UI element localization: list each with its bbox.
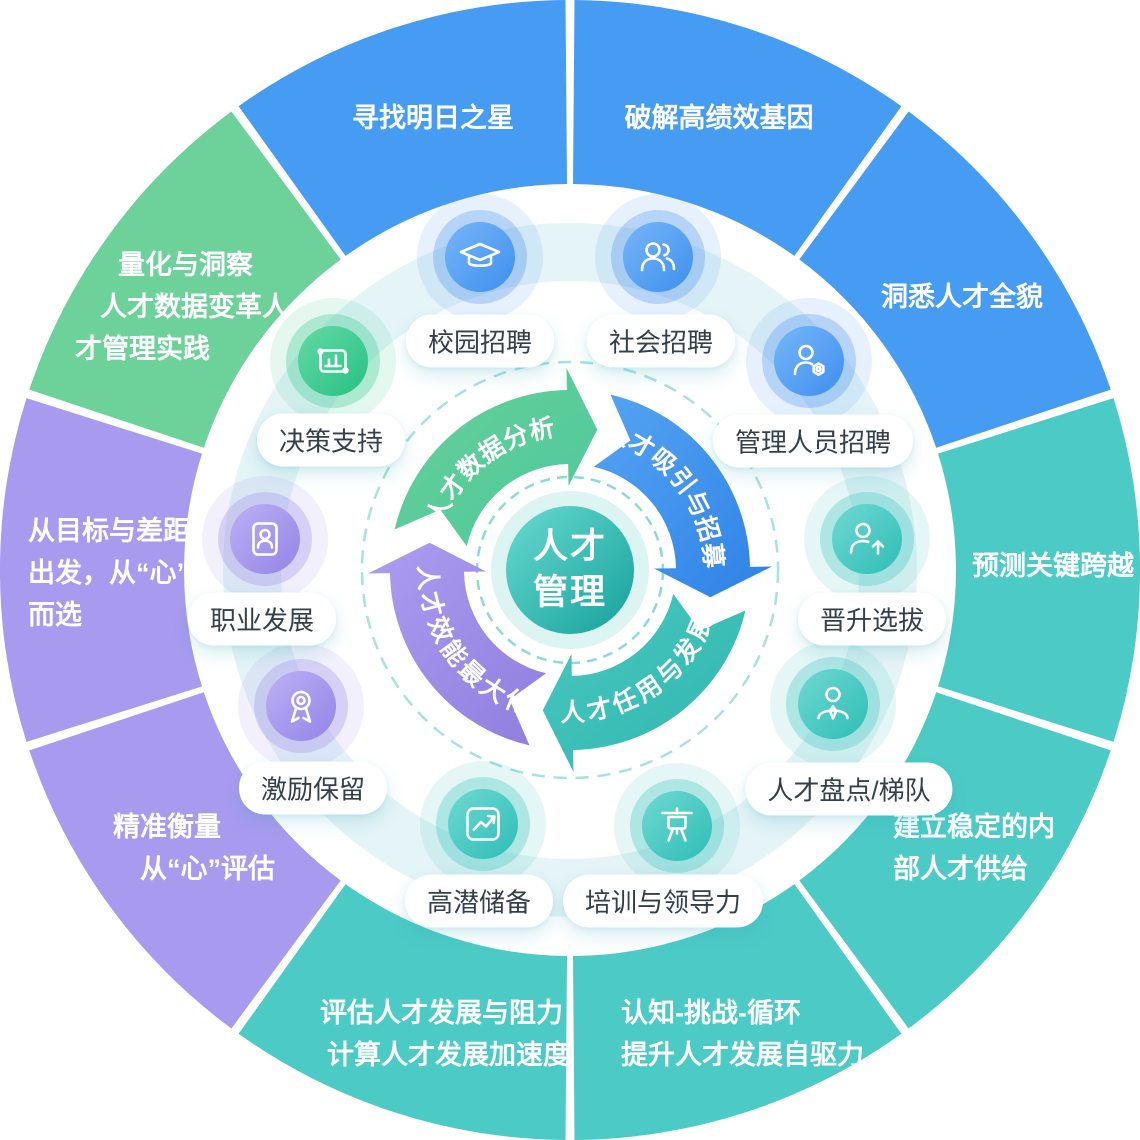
ring-label-incentive-retention: 激励保留 (238, 761, 388, 815)
outer-segment-find-tomorrow-star (238, 0, 567, 256)
ring-item-talent-inventory (770, 641, 896, 767)
segment-caption-line: 评估人才发展与阻力 (320, 998, 563, 1028)
outer-segment-predict-key-leap (938, 398, 1140, 742)
ring-label-promotion-selection: 晋升选拔 (797, 592, 947, 646)
person-tie-icon (817, 686, 849, 720)
ring-item-decision-support (270, 298, 396, 424)
segment-caption-high-performance-gene: 破解高绩效基因 (625, 97, 814, 139)
people-icon (640, 242, 676, 272)
ring-item-career-development (202, 476, 328, 602)
segment-caption-line: 人才数据变革人 (100, 292, 289, 322)
segment-caption-line: 部人才供给 (893, 854, 1028, 884)
segment-caption-line: 从目标与差距 (28, 516, 190, 546)
ring-label-social-recruiting: 社会招聘 (586, 314, 736, 368)
chart-line-icon (466, 807, 500, 841)
icon-ring (202, 194, 930, 889)
segment-caption-line: 而选 (28, 600, 82, 630)
ring-item-manager-recruiting (746, 298, 872, 424)
outer-segment-quantify-insight (29, 111, 341, 448)
cycle-arrow-talent-deployment-develop (542, 593, 746, 772)
ring-label-high-potential: 高潜储备 (404, 874, 554, 928)
segment-caption-line: 预测关键跨越 (972, 551, 1134, 581)
ring-item-social-recruiting (595, 194, 721, 320)
segment-caption-quantify-insight: 量化与洞察人才数据变革人才管理实践 (75, 244, 289, 370)
segment-caption-precise-measure: 精准衡量从“心”评估 (113, 806, 275, 890)
segment-caption-cognition-challenge-loop: 认知-挑战-循环提升人才发展自驱力 (621, 992, 864, 1076)
outer-segment-goal-gap-selection (0, 398, 202, 742)
easel-icon (661, 807, 693, 842)
cycle-arrow-talent-data-analysis (394, 368, 598, 547)
person-arrow-up-icon (849, 522, 885, 555)
ring-label-decision-support: 决策支持 (256, 413, 406, 467)
ring-item-training-leadership (614, 763, 740, 889)
segment-caption-line: 量化与洞察 (118, 250, 253, 280)
segment-caption-line: 建立稳定的内 (893, 812, 1055, 842)
person-gear-icon (793, 344, 825, 376)
segment-caption-line: 出发，从“心” (28, 558, 190, 588)
segment-caption-line: 洞悉人才全貌 (881, 282, 1043, 312)
cycle-arrow-talent-attraction-recruit (593, 394, 772, 598)
segment-caption-talent-full-picture: 洞悉人才全貌 (881, 276, 1043, 318)
id-card-icon (252, 522, 278, 556)
cycle-arrow-talent-efficiency-maximize (368, 542, 547, 746)
ring-item-high-potential (420, 761, 546, 887)
outer-segment-cognition-challenge-loop (573, 884, 902, 1140)
outer-segment-stable-internal-supply (799, 692, 1111, 1029)
ring-label-manager-recruiting: 管理人员招聘 (712, 414, 914, 468)
segment-caption-line: 提升人才发展自驱力 (621, 1040, 864, 1070)
ring-label-campus-recruiting: 校园招聘 (405, 314, 555, 368)
segment-caption-assess-development: 评估人才发展与阻力计算人才发展加速度 (320, 992, 570, 1076)
segment-caption-find-tomorrow-star: 寻找明日之星 (352, 97, 514, 139)
outer-segment-assess-development (238, 884, 567, 1140)
outer-segment-precise-measure (29, 692, 341, 1029)
center-circle (506, 506, 634, 634)
segment-caption-line: 计算人才发展加速度 (327, 1040, 570, 1070)
chart-board-icon (317, 348, 349, 374)
outer-segment-high-performance-gene (573, 0, 902, 256)
medal-icon (290, 690, 312, 723)
segment-caption-line: 认知-挑战-循环 (621, 998, 801, 1028)
graduation-cap-icon (459, 242, 501, 267)
ring-label-training-leadership: 培训与领导力 (562, 874, 764, 928)
segment-caption-predict-key-leap: 预测关键跨越 (972, 545, 1134, 587)
center-title: 人才 管理 (533, 524, 607, 616)
ring-item-campus-recruiting (417, 194, 543, 320)
segment-caption-stable-internal-supply: 建立稳定的内部人才供给 (893, 806, 1055, 890)
center-title-line2: 管理 (532, 573, 608, 612)
outer-segment-talent-full-picture (799, 111, 1111, 448)
center-title-line1: 人才 (532, 526, 608, 566)
segment-caption-line: 才管理实践 (75, 334, 210, 364)
outer-dashed-circle (360, 360, 780, 780)
segment-caption-line: 从“心”评估 (140, 854, 275, 884)
ring-label-talent-inventory: 人才盘点/梯队 (745, 762, 953, 816)
segment-caption-line: 寻找明日之星 (352, 103, 514, 133)
ring-item-incentive-retention (238, 643, 364, 769)
segment-caption-goal-gap-selection: 从目标与差距出发，从“心” 而选 (28, 510, 190, 636)
segment-caption-line: 精准衡量 (113, 812, 221, 842)
ring-label-career-development: 职业发展 (187, 592, 337, 646)
segment-caption-line: 破解高绩效基因 (624, 103, 814, 133)
ring-item-promotion-selection (804, 476, 930, 602)
